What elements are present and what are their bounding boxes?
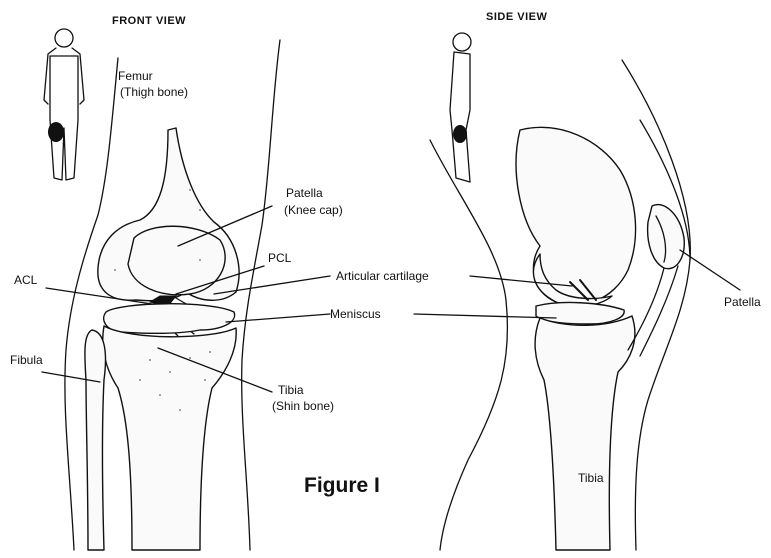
label-tibia-side: Tibia — [578, 471, 604, 485]
label-femur: Femur — [118, 69, 153, 83]
front-view-heading: FRONT VIEW — [112, 15, 186, 27]
label-femur-sub: (Thigh bone) — [120, 85, 188, 99]
figure-caption: Figure I — [304, 474, 380, 497]
label-articular-cartilage: Articular cartilage — [336, 269, 429, 283]
label-meniscus: Meniscus — [330, 307, 381, 321]
side-view — [414, 33, 740, 550]
label-acl: ACL — [14, 273, 38, 287]
human-figure-front-icon — [44, 29, 84, 180]
side-leg-outline-back — [430, 140, 507, 550]
fibula-front — [85, 330, 106, 550]
pointer-meniscus-side — [414, 314, 556, 318]
label-fibula: Fibula — [10, 353, 43, 367]
meniscus-front — [104, 304, 235, 334]
tibia-side — [535, 316, 635, 550]
label-pcl: PCL — [268, 251, 292, 265]
side-view-heading: SIDE VIEW — [486, 11, 547, 23]
label-tibia-front: Tibia — [278, 383, 304, 397]
leg-outline-right — [242, 40, 280, 550]
label-patella-front-sub: (Knee cap) — [284, 203, 343, 217]
human-figure-side-icon — [450, 33, 471, 182]
label-patella-front: Patella — [286, 186, 323, 200]
patella-front — [128, 226, 225, 295]
patella-side — [648, 205, 685, 269]
side-leg-outline-front — [622, 60, 690, 550]
pointer-meniscus-front — [226, 314, 330, 322]
label-patella-side: Patella — [724, 295, 761, 309]
tibia-front — [103, 326, 236, 550]
label-tibia-front-sub: (Shin bone) — [272, 399, 334, 413]
front-view — [42, 29, 330, 550]
